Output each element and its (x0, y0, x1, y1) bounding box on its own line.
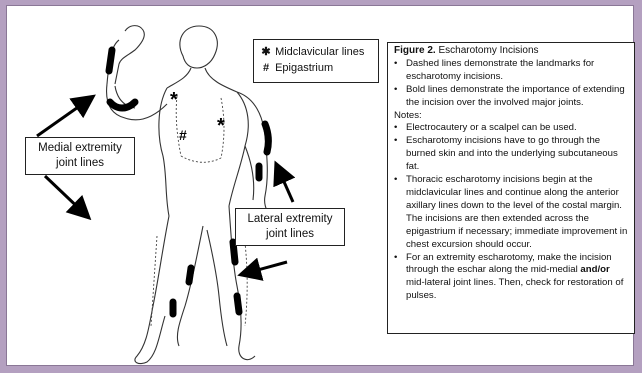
incision-left-arm-upper (265, 124, 268, 152)
midclavicular-mark-right: * (170, 89, 178, 111)
notes-list: Electrocautery or a scalpel can be used.… (394, 122, 629, 303)
arrow-lateral-upper (277, 166, 293, 202)
figure-caption: Figure 2. Escharotomy Incisions Dashed l… (387, 42, 635, 334)
body-outline (107, 26, 277, 364)
arrow-medial-lower (45, 176, 87, 216)
figure-frame: * * # ✱ Midclavicular lines # Epigastriu… (6, 5, 634, 366)
legend-hash-symbol: # (260, 60, 272, 76)
caption-title: Figure 2. Escharotomy Incisions (394, 45, 629, 58)
legend-hash-row: # Epigastrium (260, 60, 372, 76)
incision-right-forearm (109, 50, 112, 71)
incision-right-elbow (110, 102, 135, 108)
incision-right-knee (189, 268, 191, 282)
caption-bullet-2: Bold lines demonstrate the importance of… (394, 84, 629, 110)
legend-hash-label: Epigastrium (275, 62, 333, 74)
incision-left-ankle (237, 296, 239, 312)
symbol-legend: ✱ Midclavicular lines # Epigastrium (253, 39, 379, 83)
landmark-lines (151, 96, 247, 326)
lateral-joint-label: Lateral extremity joint lines (235, 208, 345, 246)
note-2: Escharotomy incisions have to go through… (394, 135, 629, 174)
caption-bullets: Dashed lines demonstrate the landmarks f… (394, 58, 629, 110)
note-4: For an extremity escharotomy, make the i… (394, 252, 629, 304)
note-3: Thoracic escharotomy incisions begin at … (394, 174, 629, 251)
legend-star-symbol: ✱ (260, 44, 272, 60)
midclavicular-mark-left: * (217, 115, 225, 137)
arrow-medial-upper (37, 98, 91, 136)
arrow-lateral-lower (243, 262, 287, 274)
note-1: Electrocautery or a scalpel can be used. (394, 122, 629, 135)
notes-heading: Notes: (394, 110, 629, 123)
pointer-arrows (37, 98, 293, 274)
medial-joint-label: Medial extremity joint lines (25, 137, 135, 175)
legend-star-label: Midclavicular lines (275, 46, 364, 58)
epigastrium-mark: # (179, 127, 187, 143)
caption-bullet-1: Dashed lines demonstrate the landmarks f… (394, 58, 629, 84)
legend-star-row: ✱ Midclavicular lines (260, 44, 372, 60)
